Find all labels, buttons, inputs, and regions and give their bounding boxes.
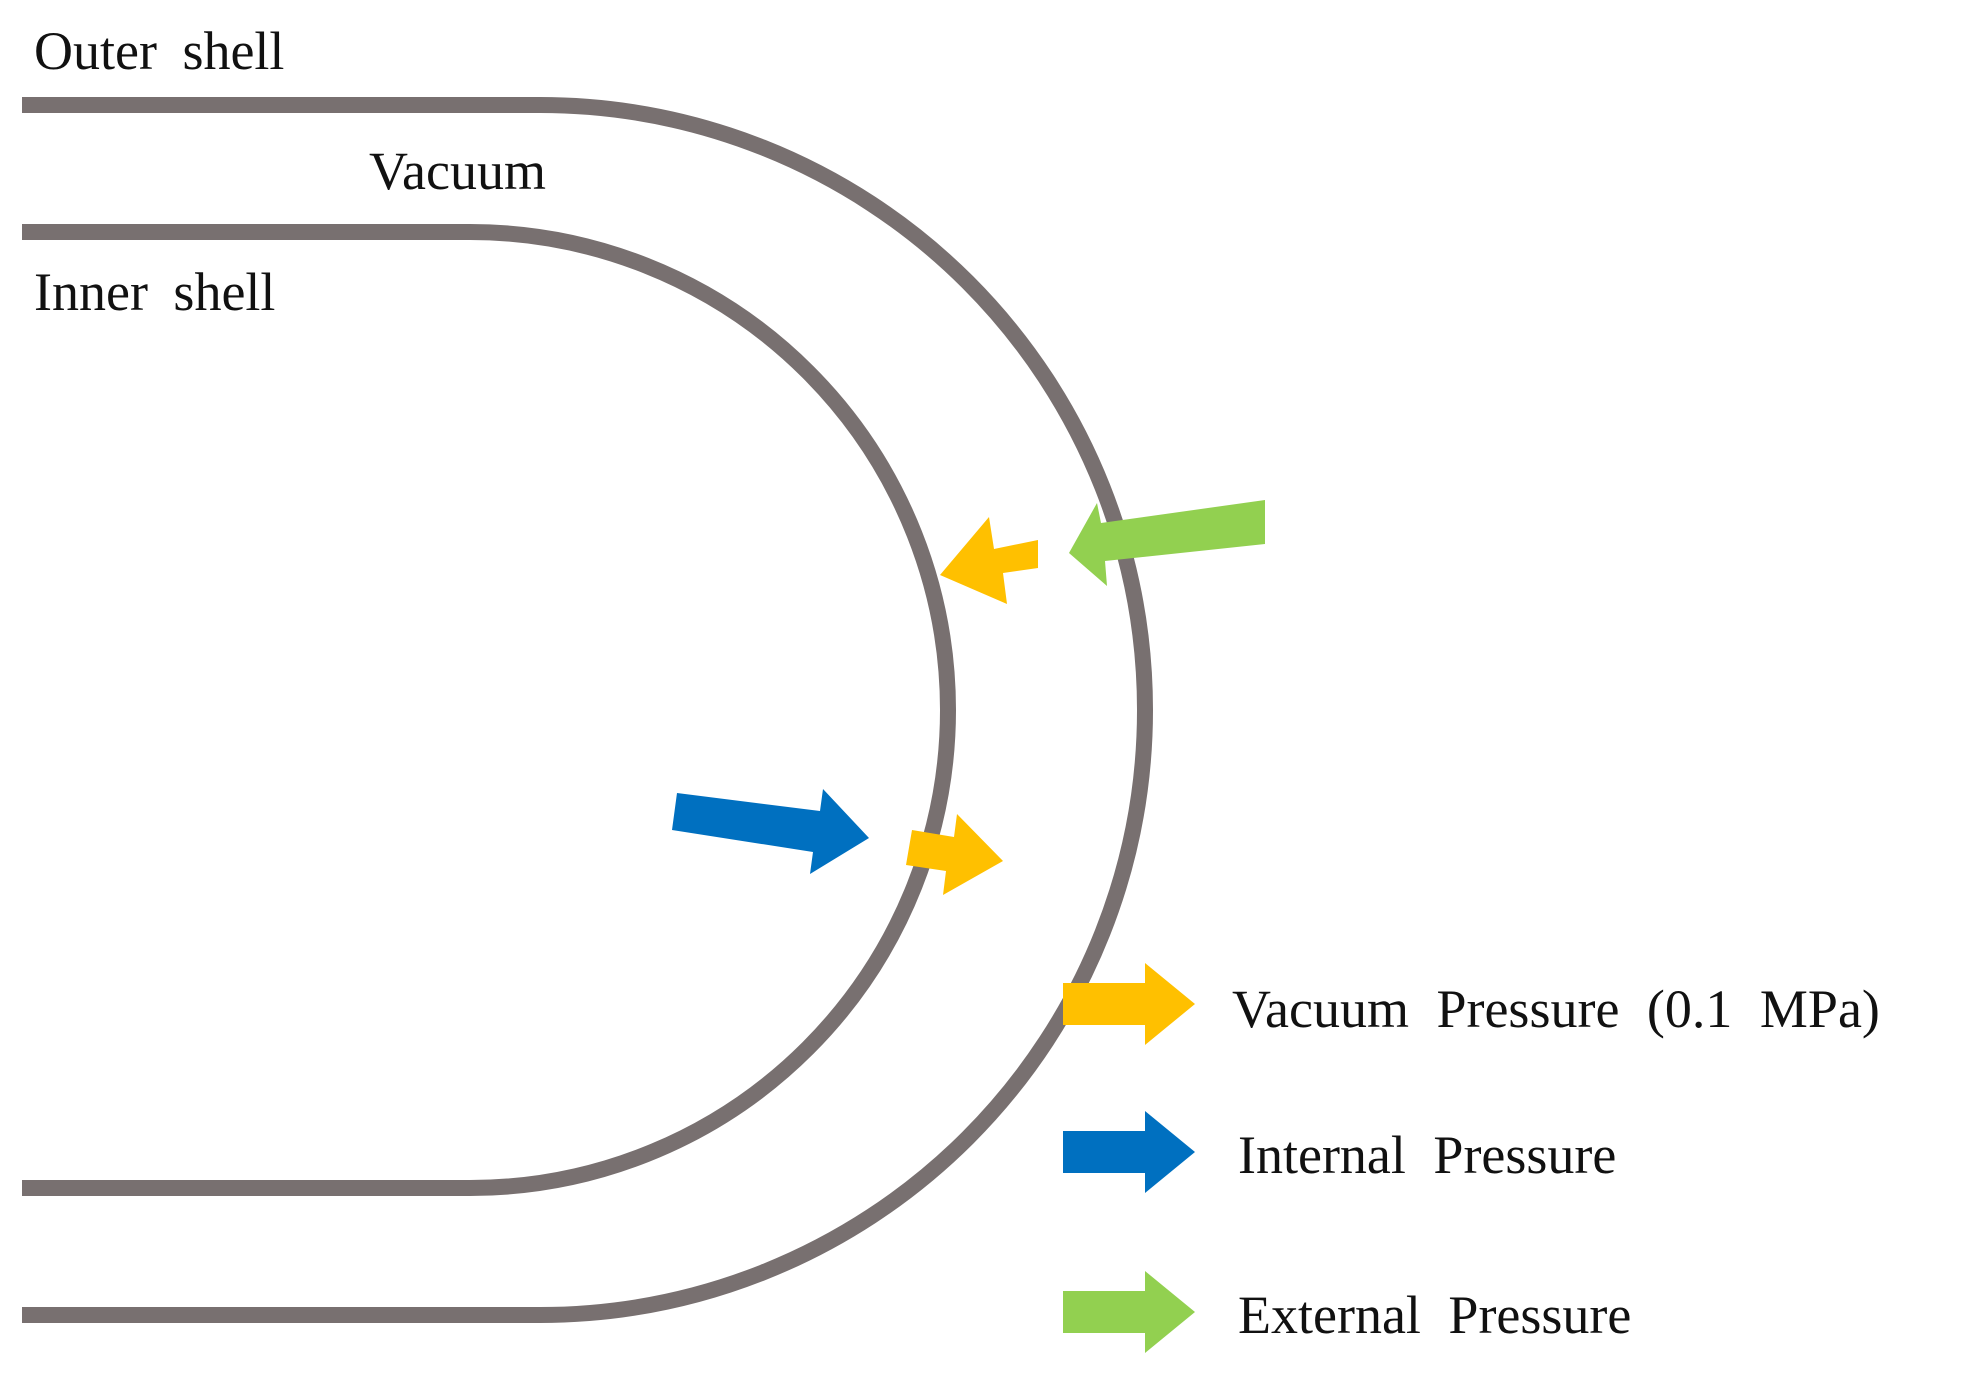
internal-pressure-arrow: [672, 789, 869, 874]
legend-vacuum-label: Vacuum Pressure (0.1 MPa): [1232, 979, 1880, 1039]
vacuum-pressure-arrow-lower: [906, 814, 1003, 895]
outer-shell-label: Outer shell: [34, 21, 285, 81]
vacuum-pressure-arrow-upper: [940, 517, 1038, 604]
inner-shell-label: Inner shell: [34, 262, 276, 322]
legend-vacuum-arrow: [1063, 963, 1195, 1045]
inner-shell-wall: [22, 224, 956, 1196]
legend-external-label: External Pressure: [1238, 1285, 1632, 1345]
legend-internal-label: Internal Pressure: [1238, 1125, 1617, 1185]
external-pressure-arrow: [1069, 500, 1265, 586]
legend-external-arrow: [1063, 1271, 1195, 1353]
vacuum-label: Vacuum: [369, 141, 546, 201]
legend-internal-arrow: [1063, 1111, 1195, 1193]
outer-shell-wall: [22, 97, 1153, 1323]
